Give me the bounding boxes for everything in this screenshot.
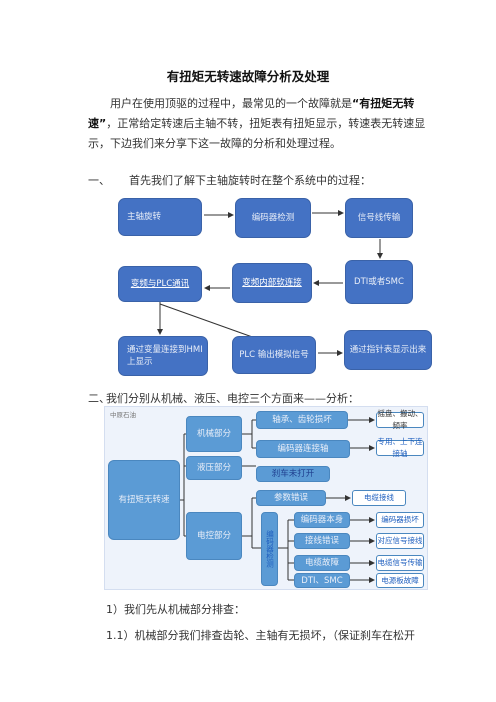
flow-box-inverter-plc: 变频与PLC通讯 (118, 266, 202, 302)
tree-node-cable: 电缆故障 (294, 555, 350, 571)
tree-result-signal-check: 电缆信号传输 (376, 555, 424, 571)
flow-box-plc-analog: PLC 输出模拟信号 (232, 336, 316, 374)
tree-link-electric (242, 497, 261, 549)
tree-result-board: 电源板故障 (376, 573, 424, 588)
flow-box-signal: 信号线传输 (345, 198, 413, 238)
tree-link-mech (242, 419, 256, 449)
tree-result-cable: 电缆接线 (352, 490, 406, 506)
tree-result-inspect: 摇盘、搬动、频率 (376, 409, 424, 430)
intro-part2: ，正常给定转速后主轴不转，扭矩表有扭矩显示，转速表无转速显示，下边我们来分享下这… (88, 117, 426, 150)
tree-node-root: 有扭矩无转速 (108, 460, 180, 540)
section2-heading: 我们分别从机械、液压、电控三个方面来——分析： (106, 392, 359, 405)
tree-node-bearing: 轴承、齿轮损坏 (256, 411, 348, 429)
tree-link-root (180, 433, 186, 537)
intro-paragraph: 用户在使用顶驱的过程中，最常见的一个故障就是“有扭矩无转速”，正常给定转速后主轴… (88, 94, 433, 154)
intro-part1: 用户在使用顶驱的过程中，最常见的一个故障就是 (110, 97, 352, 110)
step-1: 1）我们先从机械部分排查： (106, 603, 245, 616)
tree-node-encoder-conn: 编码器连接轴 (256, 440, 350, 458)
tree-node-brake: 刹车未打开 (256, 466, 330, 482)
section1-heading: 首先我们了解下主轴旋转时在整个系统中的过程： (129, 174, 371, 187)
intro-bold: “有扭矩无转速” (88, 97, 415, 130)
flow-box-inverter-internal: 变频内部软连接 (232, 263, 312, 303)
tree-node-check: 编码器检测 (261, 512, 278, 586)
tree-result-signal-wire: 对应信号接线 (376, 533, 424, 549)
flow-box-spindle: 主轴旋转 (118, 198, 202, 236)
section2-number: 二、 (88, 392, 110, 405)
inverter-plc-link[interactable]: 变频与PLC通讯 (130, 279, 190, 289)
document-title: 有扭矩无转速故障分析及处理 (166, 69, 330, 84)
flow-box-pointer-display: 通过指针表显示出来 (344, 330, 432, 370)
flow-box-variable-hmi: 通过变量连接到HMI上显示 (118, 336, 208, 376)
tree-result-special: 专用、上下连接轴 (376, 437, 424, 458)
tree-result-enc-damage: 编码器损坏 (376, 512, 424, 528)
tree-node-dti: DTI、SMC (294, 573, 350, 588)
tree-node-wiring: 接线错误 (294, 533, 350, 549)
flow-box-dti: DTI或者SMC (345, 260, 413, 304)
tree-node-hydraulic: 液压部分 (186, 456, 242, 480)
tree-node-mech: 机械部分 (186, 416, 242, 452)
inverter-internal-link[interactable]: 变频内部软连接 (242, 278, 302, 288)
section1-number: 一、 (88, 174, 110, 187)
tree-node-param: 参数错误 (256, 490, 326, 506)
tree-link-check (278, 519, 294, 581)
tree-node-enc-self: 编码器本身 (294, 512, 350, 528)
step-1-1: 1.1）机械部分我们排查齿轮、主轴有无损坏，（保证刹车在松开 (106, 629, 415, 642)
flow-box-encoder: 编码器检测 (235, 198, 311, 238)
tree-watermark: 中原石油 (110, 411, 136, 419)
tree-node-electric: 电控部分 (186, 512, 242, 560)
